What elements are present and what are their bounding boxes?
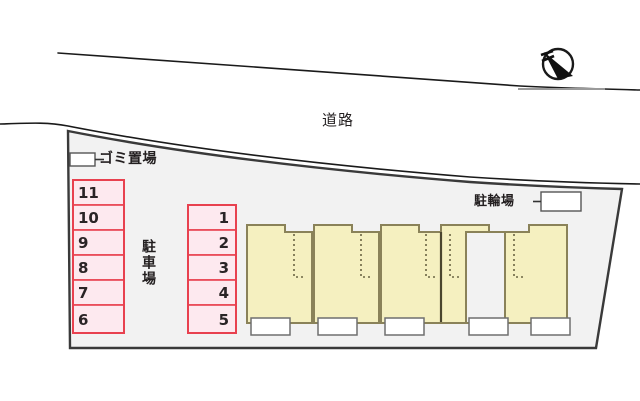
parking-stall-label-3: 3 bbox=[218, 259, 229, 277]
road-near-edge-line bbox=[0, 122, 640, 185]
parking-stall-label-9: 9 bbox=[78, 234, 89, 252]
apartment-building bbox=[246, 224, 571, 336]
parking-column-left-outline bbox=[72, 179, 125, 334]
entrance-box-3[interactable] bbox=[384, 317, 425, 336]
entrance-box-5[interactable] bbox=[530, 317, 571, 336]
road-label: 道路 bbox=[322, 111, 355, 129]
parking-stall-5[interactable] bbox=[187, 304, 237, 334]
parking-stall-label-7: 7 bbox=[78, 284, 89, 302]
parking-stall-label-10: 10 bbox=[78, 209, 99, 227]
entrance-box-1[interactable] bbox=[250, 317, 291, 336]
bicycle-parking-marker bbox=[533, 191, 582, 212]
parking-stall-label-2: 2 bbox=[218, 234, 229, 252]
parking-column-right bbox=[187, 204, 237, 334]
parking-stall-label-6: 6 bbox=[78, 311, 89, 329]
building-unit-1[interactable] bbox=[246, 224, 313, 324]
garbage-area-marker bbox=[69, 152, 104, 167]
parking-column-right-outline bbox=[187, 204, 237, 334]
parking-stall-label-5: 5 bbox=[218, 311, 229, 329]
garbage-area-label: ゴミ置場 bbox=[99, 151, 157, 167]
compass-fletch-1 bbox=[540, 49, 554, 57]
entrance-box-2[interactable] bbox=[317, 317, 358, 336]
compass-fletch-2 bbox=[541, 54, 555, 63]
building-unit-2[interactable] bbox=[313, 224, 380, 324]
bicycle-parking-box bbox=[540, 191, 582, 212]
parking-stall-label-1: 1 bbox=[218, 209, 229, 227]
parking-column-left bbox=[72, 179, 125, 334]
north-arrow-icon bbox=[518, 47, 605, 90]
bicycle-parking-label: 駐輪場 bbox=[474, 194, 515, 209]
parking-stall-label-8: 8 bbox=[78, 259, 89, 277]
parking-stall-label-4: 4 bbox=[218, 284, 229, 302]
compass-needle bbox=[544, 52, 573, 79]
entrance-box-4[interactable] bbox=[468, 317, 509, 336]
garbage-area-box bbox=[69, 152, 96, 167]
building-unit-3[interactable] bbox=[380, 224, 442, 324]
parking-lot-label: 駐車場 bbox=[140, 239, 156, 287]
parking-stall-label-11: 11 bbox=[78, 184, 99, 202]
